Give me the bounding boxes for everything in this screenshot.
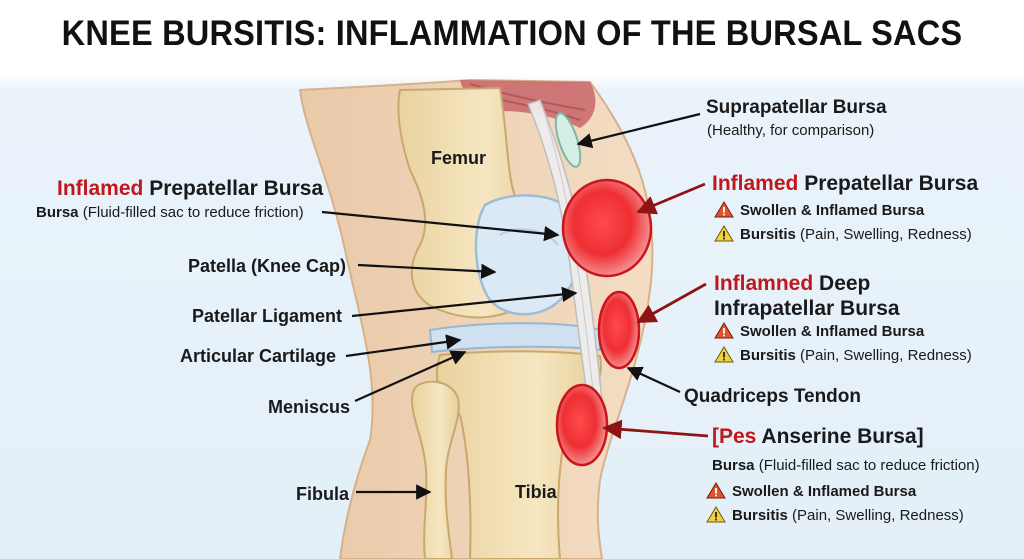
arrow-pes-anserine — [602, 419, 709, 440]
label-inflamed-prepatellar-right: Inflamed Prepatellar Bursa — [712, 172, 978, 196]
bursitis-desc: (Pain, Swelling, Redness) — [792, 507, 964, 524]
warning-red-icon — [714, 201, 734, 218]
label-meniscus: Meniscus — [268, 397, 351, 417]
label-tibia: Tibia — [515, 482, 557, 502]
inflamed-word-right: Inflamed — [712, 172, 799, 195]
arrow-articular-cartilage — [345, 334, 462, 358]
deep-infrapatellar-bursa-shape — [597, 290, 641, 370]
arrow-prepatellar-right — [636, 182, 706, 215]
label-suprapatellar: Suprapatellar Bursa — [706, 97, 887, 118]
arrow-suprapatellar — [576, 112, 701, 149]
label-femur: Femur — [431, 148, 487, 168]
bursitis-desc: (Pain, Swelling, Redness) — [800, 226, 972, 243]
inflamned-word: Inflamned — [714, 272, 814, 295]
symptom-bursitis-1: Bursitis (Pain, Swelling, Redness) — [714, 225, 972, 244]
label-quadriceps-tendon: Quadriceps Tendon — [684, 386, 862, 407]
label-pes-bursa-desc: Bursa (Fluid-filled sac to reduce fricti… — [712, 457, 980, 475]
cartilage-shape — [428, 322, 601, 354]
pes-name: Anserine Bursa] — [761, 425, 924, 448]
bursa-desc: (Fluid-filled sac to reduce friction) — [82, 204, 304, 221]
prepatellar-name: Prepatellar Bursa — [149, 177, 324, 200]
label-suprapatellar-note: (Healthy, for comparison) — [707, 122, 875, 139]
inflamed-word: Inflamed — [57, 177, 144, 200]
label-bursa-desc-left: Bursa (Fluid-filled sac to reduce fricti… — [36, 204, 304, 222]
label-articular-cartilage: Articular Cartilage — [180, 346, 337, 366]
warning-red-icon — [714, 322, 734, 339]
arrow-quadriceps — [626, 366, 681, 393]
symptom-swollen-3: Swollen & Inflamed Bursa — [706, 482, 916, 501]
fibula-shape — [410, 380, 460, 559]
deep-word: Deep — [819, 272, 871, 295]
warning-yellow-icon — [706, 506, 726, 523]
symptom-swollen-1: Swollen & Inflamed Bursa — [714, 201, 924, 220]
label-inflamed-prepatellar-left: Inflamed Prepatellar Bursa — [57, 177, 323, 201]
label-patella: Patella (Knee Cap) — [188, 256, 347, 276]
page-title: KNEE BURSITIS: INFLAMMATION OF THE BURSA… — [61, 14, 963, 53]
symptom-bursitis-3: Bursitis (Pain, Swelling, Redness) — [706, 506, 964, 525]
prepatellar-bursa-shape — [561, 178, 653, 278]
label-deep-infrapatellar-line2: Infrapatellar Bursa — [714, 297, 900, 320]
arrow-patellar-ligament — [351, 286, 578, 318]
arrow-deep-infrapatellar — [636, 282, 707, 324]
bursitis-word: Bursitis — [732, 507, 788, 524]
label-pes-anserine: [Pes Anserine Bursa] — [712, 425, 924, 449]
label-fibula: Fibula — [296, 484, 349, 504]
bursitis-word: Bursitis — [740, 347, 796, 364]
bursa-desc: (Fluid-filled sac to reduce friction) — [758, 457, 980, 474]
bursitis-word: Bursitis — [740, 226, 796, 243]
swollen-text: Swollen & Inflamed Bursa — [732, 483, 917, 500]
warning-yellow-icon — [714, 225, 734, 242]
swollen-text: Swollen & Inflamed Bursa — [740, 323, 925, 340]
label-patellar-ligament: Patellar Ligament — [192, 306, 343, 326]
warning-red-icon — [706, 482, 726, 499]
bursa-word: Bursa — [36, 204, 79, 221]
label-deep-infrapatellar-line1: Inflamned Deep — [714, 272, 870, 296]
arrow-patella — [357, 263, 497, 279]
prepatellar-name-right: Prepatellar Bursa — [804, 172, 979, 195]
pes-word: [Pes — [712, 425, 757, 448]
arrow-meniscus — [354, 350, 467, 403]
symptom-swollen-2: Swollen & Inflamed Bursa — [714, 322, 924, 341]
warning-yellow-icon — [714, 346, 734, 363]
bursitis-desc: (Pain, Swelling, Redness) — [800, 347, 972, 364]
arrow-prepatellar-left — [321, 210, 560, 242]
bursa-word: Bursa — [712, 457, 755, 474]
symptom-bursitis-2: Bursitis (Pain, Swelling, Redness) — [714, 346, 972, 365]
pes-anserine-bursa-shape — [555, 383, 609, 467]
swollen-text: Swollen & Inflamed Bursa — [740, 202, 925, 219]
